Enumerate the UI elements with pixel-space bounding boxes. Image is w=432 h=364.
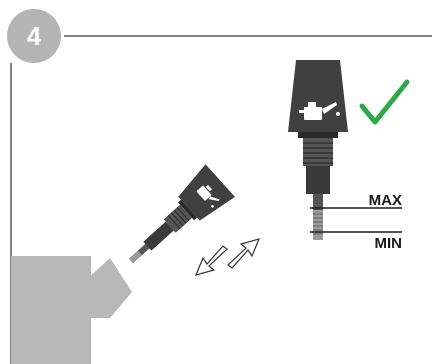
engine-filler-neck <box>11 256 132 364</box>
insert-remove-arrows-icon <box>194 238 261 276</box>
checkmark-icon <box>359 79 410 125</box>
oil-can-icon <box>196 184 220 208</box>
step-badge <box>7 9 61 63</box>
level-marks: MAX MIN <box>310 192 402 252</box>
min-label: MIN <box>375 235 403 252</box>
dipstick-angled <box>129 164 235 264</box>
step-number: 4 <box>27 21 42 51</box>
oil-can-icon-vertical <box>299 102 340 120</box>
dipstick-vertical <box>288 60 348 240</box>
max-label: MAX <box>369 192 402 209</box>
